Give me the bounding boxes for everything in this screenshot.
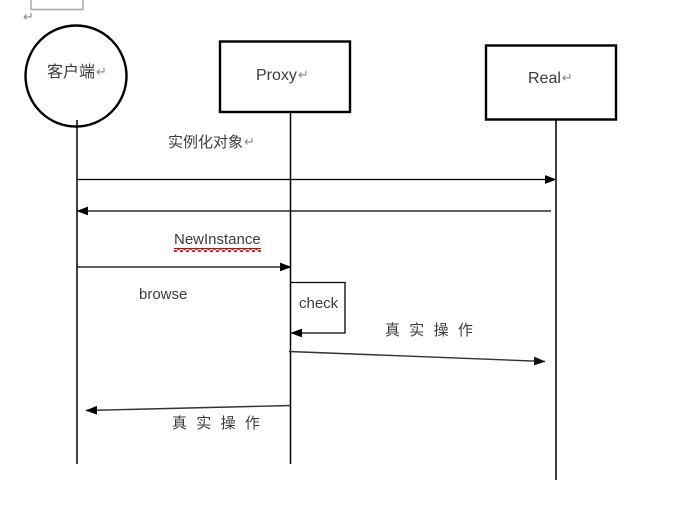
message-label-real-operation-forward: 真实操作: [385, 322, 483, 339]
client-actor-circle[interactable]: [24, 24, 128, 128]
proxy-actor-label: Proxy↵: [256, 67, 309, 84]
message-label-real-operation-return: 真实操作: [172, 415, 270, 432]
message-arrow-real-operation-return[interactable]: [85, 404, 292, 415]
real-actor-label: Real↵: [528, 70, 573, 87]
clipped-shape-artifact: [30, 0, 84, 11]
message-label-browse: browse: [139, 286, 188, 303]
message-selfloop-check[interactable]: [290, 281, 346, 338]
proxy-actor-box[interactable]: [218, 40, 352, 114]
top-left-pilcrow: ↵: [23, 9, 34, 24]
message-label-instantiate: 实例化对象↵: [168, 134, 255, 151]
message-label-check: check: [299, 295, 339, 312]
client-actor-label: 客户端↵: [47, 64, 107, 81]
real-actor-box[interactable]: [484, 44, 618, 121]
message-arrow-real-operation-forward[interactable]: [288, 350, 546, 366]
message-label-newinstance: NewInstance: [174, 231, 261, 252]
